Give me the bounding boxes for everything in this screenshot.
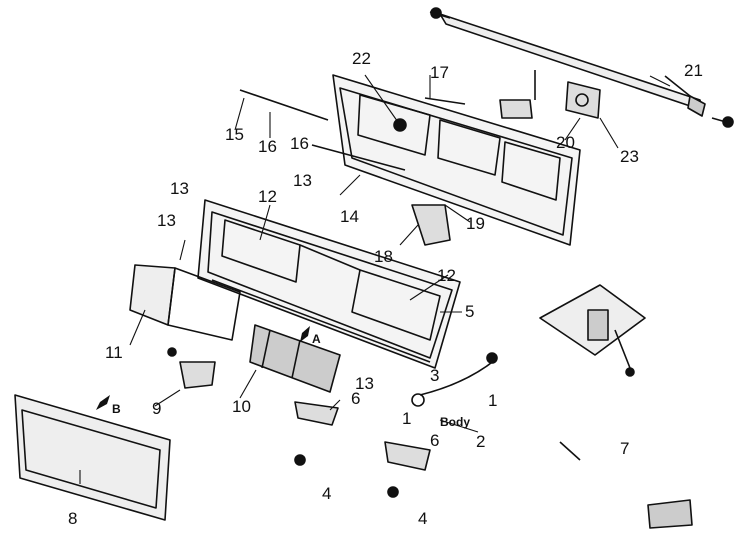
latch-assembly [239,70,601,246]
hinge-right [294,401,431,498]
lower-panel [197,199,461,369]
callout-18: 18 [374,247,393,266]
body-label: Body [440,415,470,429]
callout-8: 8 [68,509,78,528]
callout-13a: 13 [170,179,189,198]
callout-13b: 13 [293,171,312,190]
callout-4a: 4 [322,484,332,503]
callout-12a: 12 [258,187,277,206]
callout-13d: 13 [355,374,374,393]
callout-17: 17 [430,63,449,82]
callout-10: 10 [232,397,251,416]
view-label-a: A [312,332,321,346]
callout-5: 5 [465,302,475,321]
detail-view [539,284,693,529]
end-cap [129,264,241,341]
callout-19: 19 [466,214,485,233]
callout-22: 22 [352,49,371,68]
leader-lines [79,74,671,484]
view-label-b: B [112,402,121,416]
callout-3: 3 [430,366,440,385]
callout-15: 15 [225,125,244,144]
callout-21: 21 [684,61,703,80]
callout-13c: 13 [157,211,176,230]
callout-16b: 16 [290,134,309,153]
callout-6a: 6 [351,389,361,408]
hinge-left [167,347,216,389]
callout-11: 11 [105,343,123,362]
view-arrows [96,326,310,410]
callout-16a: 16 [258,137,277,156]
support-cable [411,352,498,407]
center-bracket [249,324,341,393]
callout-6b: 6 [430,431,440,450]
callout-12b: 12 [437,266,456,285]
callout-2: 2 [476,432,486,451]
callout-4b: 4 [418,509,428,528]
callout-7: 7 [620,439,630,458]
callout-1b: 1 [488,391,498,410]
callout-14: 14 [340,207,359,226]
callout-9: 9 [152,399,162,418]
tailgate-trim [14,394,171,521]
callout-20: 20 [556,133,575,152]
callout-1a: 1 [402,409,412,428]
support-rod [429,7,734,128]
callout-23: 23 [620,147,639,166]
